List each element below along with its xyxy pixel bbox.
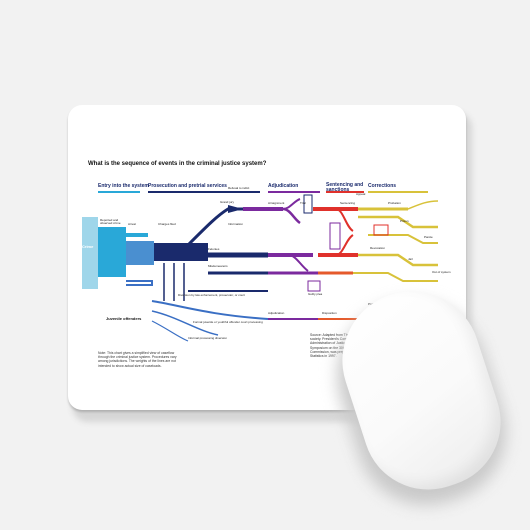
crime-block bbox=[82, 217, 98, 289]
label-trial: Trial bbox=[300, 201, 306, 205]
stage-bar-entry bbox=[98, 191, 140, 193]
label-sentencing: Sentencing bbox=[340, 201, 356, 205]
stage-adjudication: Adjudication bbox=[268, 183, 299, 189]
label-juvenile: Juvenile offenders bbox=[106, 316, 142, 321]
label-charges: Charges filed bbox=[158, 222, 176, 226]
label-out-of-system: Out of system bbox=[432, 270, 451, 274]
stage-prosecution: Prosecution and pretrial services bbox=[148, 183, 227, 189]
label-appeal: Appeal bbox=[356, 192, 366, 196]
label-felonies: Felonies bbox=[208, 247, 220, 251]
stage-bar-prosecution bbox=[148, 191, 260, 193]
label-informal: Informal processing diversion bbox=[188, 336, 228, 340]
label-probation: Probation bbox=[388, 201, 401, 205]
label-reported: Reported and observed crime bbox=[100, 218, 121, 226]
note-left: Note: This chart gives a simplified view… bbox=[98, 351, 177, 368]
flowchart bbox=[82, 191, 439, 342]
corrections-jail bbox=[358, 253, 438, 267]
stage-sentencing: Sentencing and sanctions bbox=[326, 182, 364, 193]
entry-flow bbox=[98, 227, 126, 277]
juvenile-flow bbox=[126, 280, 153, 286]
label-formal: Formal juvenile or youthful offender cou… bbox=[193, 320, 263, 324]
diagram-question: What is the sequence of events in the cr… bbox=[88, 161, 267, 167]
label-adjudication: Adjudication bbox=[268, 311, 285, 315]
corrections-prison bbox=[358, 215, 438, 229]
arrest-flow bbox=[126, 241, 154, 265]
label-diversion: Diversion by law enforcement, prosecutor… bbox=[178, 293, 245, 297]
label-refusal: Refusal to indict bbox=[228, 186, 250, 190]
label-misdemeanors: Misdemeanors bbox=[208, 264, 228, 268]
label-jail: Jail bbox=[408, 257, 413, 261]
mouse-pad: What is the sequence of events in the cr… bbox=[68, 105, 466, 410]
stage-entry: Entry into the system bbox=[98, 183, 149, 189]
label-arrest: Arrest bbox=[128, 222, 137, 226]
stage-corrections: Corrections bbox=[368, 183, 397, 189]
stage-bar-corrections bbox=[368, 191, 428, 193]
label-grand-jury: Grand jury bbox=[220, 200, 235, 204]
juvenile-court-path bbox=[151, 300, 269, 320]
label-parole: Parole bbox=[424, 235, 433, 239]
prosecution-flow bbox=[154, 243, 208, 261]
label-information: Information bbox=[228, 222, 244, 226]
label-guilty-plea: Guilty plea bbox=[308, 292, 323, 296]
label-prison: Prison bbox=[400, 219, 409, 223]
label-arraignment: Arraignment bbox=[268, 201, 285, 205]
grand-jury-path bbox=[186, 207, 243, 247]
stage-bar-adjudication bbox=[268, 191, 320, 193]
label-disposition: Disposition bbox=[322, 311, 337, 315]
label-crime: Crime bbox=[82, 244, 94, 249]
stage-bar-sentencing bbox=[326, 191, 364, 193]
label-revocation: Revocation bbox=[370, 246, 386, 250]
